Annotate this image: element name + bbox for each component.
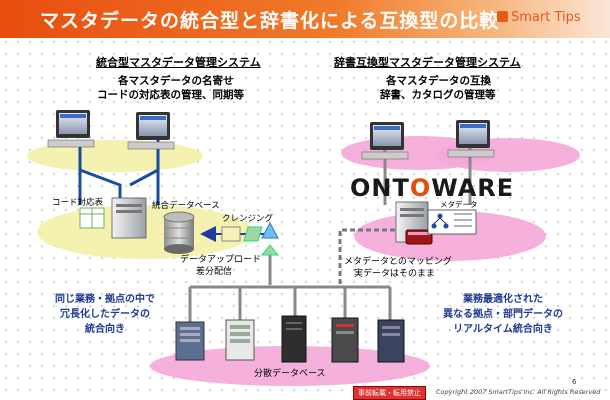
page-number: 6 bbox=[572, 378, 577, 386]
mapping-label-line2: 実データはそのまま bbox=[354, 269, 436, 279]
right-desc-line1: 各マスタデータの互換 bbox=[386, 75, 491, 87]
confidential-badge: 事前転載・転用禁止 bbox=[353, 386, 426, 400]
copyright-text: Copyright 2007 SmartTips Inc. All Rights… bbox=[436, 388, 601, 396]
distributed-server-1-icon bbox=[175, 321, 205, 361]
left-connector-4 bbox=[129, 168, 159, 187]
left-note-line3: 統合向き bbox=[85, 324, 125, 335]
bottom-ellipse bbox=[150, 346, 430, 386]
logo-text: Smart Tips bbox=[511, 10, 581, 25]
distributed-server-5-icon bbox=[377, 319, 405, 363]
page-title: マスタデータの統合型と辞書化による互換型の比較 bbox=[40, 10, 500, 32]
cleansing-box-icon bbox=[221, 226, 241, 242]
metadata-book-icon bbox=[405, 229, 433, 245]
header-bar bbox=[0, 0, 610, 38]
right-note-line1: 業務最適化された bbox=[463, 294, 543, 305]
left-monitor-2-icon bbox=[127, 112, 175, 150]
integrated-db-icon bbox=[163, 211, 195, 254]
mapping-dashed-line bbox=[338, 228, 395, 285]
metadata-tree-icon bbox=[427, 209, 477, 235]
upload-marker-icon bbox=[260, 244, 280, 256]
left-note-line2: 冗長化したデータの bbox=[60, 309, 150, 320]
smart-tips-logo: Smart Tips bbox=[497, 10, 581, 25]
right-monitor-2-icon bbox=[447, 120, 495, 158]
right-monitor-1-icon bbox=[361, 122, 409, 160]
left-server-icon bbox=[111, 197, 147, 239]
right-desc-line2: 辞書、カタログの管理等 bbox=[380, 89, 496, 101]
distributed-server-4-icon bbox=[331, 317, 359, 363]
right-heading: 辞書互換型マスタデータ管理システム bbox=[334, 56, 521, 69]
distributed-server-2-icon bbox=[225, 319, 255, 361]
distributed-server-3-icon bbox=[281, 315, 307, 363]
left-desc-line2: コードの対応表の管理、同期等 bbox=[97, 89, 244, 101]
right-note-line2: 異なる拠点・部門データの bbox=[443, 309, 563, 320]
left-note-line1: 同じ業務・拠点の中で bbox=[55, 294, 155, 305]
distributed-db-label: 分散データベース bbox=[254, 369, 326, 379]
cleansing-label: クレンジング bbox=[222, 214, 274, 224]
left-heading: 統合型マスタデータ管理システム bbox=[96, 56, 261, 69]
cleansing-shape-icon bbox=[243, 226, 263, 242]
left-note: 同じ業務・拠点の中で 冗長化したデータの 統合向き bbox=[40, 292, 170, 337]
left-monitor-1-icon bbox=[47, 110, 95, 148]
ontoware-logo: ONTOWARE bbox=[350, 174, 514, 202]
right-note-line3: リアルタイム統合向き bbox=[453, 324, 553, 335]
metadata-label: メタデータ bbox=[440, 200, 478, 209]
upload-label-line1: データアップロード bbox=[180, 255, 262, 265]
logo-square-icon bbox=[497, 11, 508, 22]
code-table-icon bbox=[79, 207, 105, 229]
ontoware-text: ONTOWARE bbox=[350, 174, 515, 202]
cleansing-triangle-icon bbox=[261, 221, 279, 239]
mapping-label-line1: メタデータとのマッピング bbox=[344, 257, 452, 267]
upload-label-line2: 差分配信 bbox=[196, 267, 233, 277]
code-table-label: コード対応表 bbox=[52, 198, 104, 208]
left-desc-line1: 各マスタデータの名寄せ bbox=[118, 75, 234, 87]
integrated-db-label: 統合データベース bbox=[152, 201, 220, 211]
right-note: 業務最適化された 異なる拠点・部門データの リアルタイム統合向き bbox=[428, 292, 578, 337]
